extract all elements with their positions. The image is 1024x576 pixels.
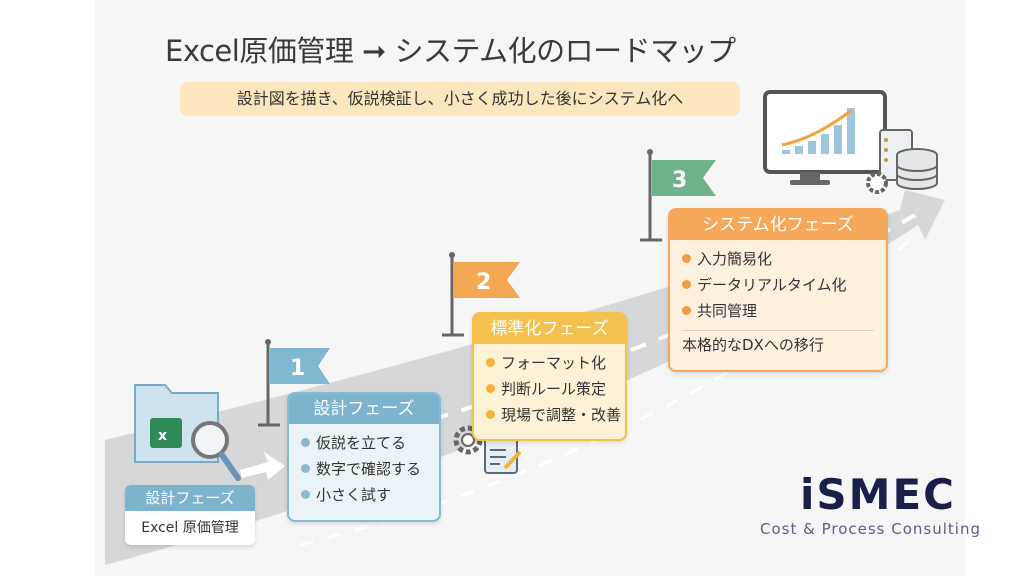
phase-item: データリアルタイム化 (682, 272, 876, 298)
phase-footer: 本格的なDXへの移行 (682, 330, 874, 359)
arrow-icon (240, 452, 285, 480)
phase-title: 標準化フェーズ (474, 314, 625, 344)
svg-text:x: x (158, 428, 167, 444)
phase-card-standardization: 標準化フェーズ フォーマット化 判断ルール策定 現場で調整・改善 (472, 312, 627, 441)
flag-2: 2 (442, 252, 520, 337)
company-logo: iSMEC (800, 470, 956, 519)
phase-item: 小さく試す (301, 482, 429, 508)
page-title: Excel原価管理 ➞ システム化のロードマップ (165, 34, 736, 68)
phase-item: 数字で確認する (301, 456, 429, 482)
phase-item: 判断ルール策定 (486, 376, 615, 402)
phase-item: フォーマット化 (486, 350, 615, 376)
phase-item: 現場で調整・改善 (486, 402, 621, 428)
gear-icon (866, 172, 888, 194)
monitor-chart-icon (763, 90, 887, 185)
phase-item: 共同管理 (682, 298, 876, 324)
clipboard-icon (484, 433, 522, 474)
phase-card-design: 設計フェーズ 仮説を立てる 数字で確認する 小さく試す (287, 392, 441, 522)
phase-card-systemization: システム化フェーズ 入力簡易化 データリアルタイム化 共同管理 本格的なDXへの… (668, 208, 888, 372)
database-icon (896, 148, 938, 190)
flag-number: 2 (476, 270, 491, 295)
start-card-label: Excel 原価管理 (125, 511, 255, 545)
flag-number: 3 (672, 168, 687, 193)
start-card: 設計フェーズ Excel 原価管理 (125, 485, 255, 545)
phase-item: 仮説を立てる (301, 430, 429, 456)
flag-number: 1 (290, 356, 305, 381)
phase-item: 入力簡易化 (682, 246, 876, 272)
flag-1: 1 (258, 339, 330, 427)
subtitle-banner: 設計図を描き、仮説検証し、小さく成功した後にシステム化へ (180, 82, 740, 116)
start-card-header: 設計フェーズ (125, 485, 255, 511)
company-tagline: Cost & Process Consulting (760, 520, 981, 538)
flag-3: 3 (640, 149, 716, 242)
phase-title: 設計フェーズ (289, 394, 439, 424)
phase-title: システム化フェーズ (670, 210, 886, 240)
magnifier-icon (191, 421, 241, 481)
